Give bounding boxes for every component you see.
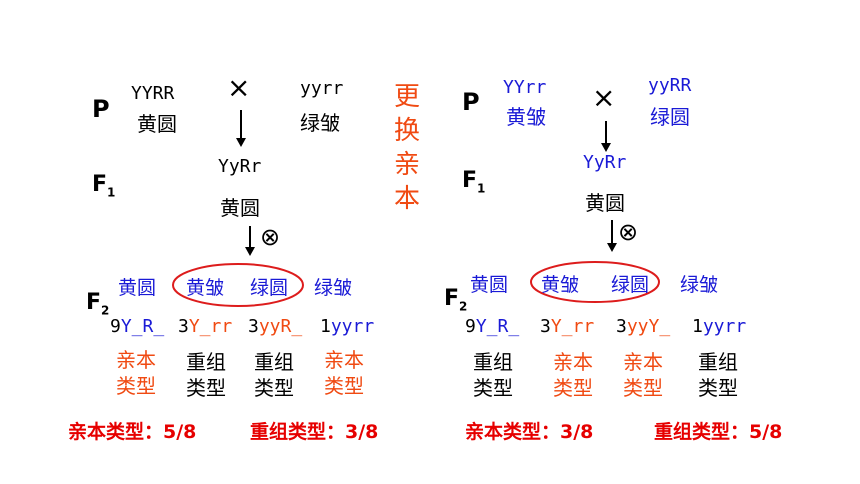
right-type-3: 亲本类型 bbox=[623, 350, 663, 400]
right-p-label: P bbox=[462, 88, 480, 116]
right-ratio-4: 1yyrr bbox=[692, 316, 747, 337]
left-recombinant-ellipse bbox=[172, 263, 304, 307]
right-ratio-1: 9Y_R_ bbox=[465, 316, 520, 337]
left-p-label: P bbox=[92, 95, 110, 123]
left-ratio-4: 1yyrr bbox=[320, 316, 375, 337]
right-parent2-genotype: yyRR bbox=[648, 75, 692, 96]
left-phenotype-2: 黄皱 bbox=[186, 277, 225, 299]
left-f1-genotype: YyRr bbox=[218, 156, 262, 177]
left-parent2-genotype: yyrr bbox=[300, 78, 344, 99]
right-phenotype-4: 绿皱 bbox=[680, 274, 719, 296]
right-parent1-phenotype: 黄皱 bbox=[506, 105, 546, 129]
right-summary-parental: 亲本类型：3/8 bbox=[465, 421, 594, 443]
left-type-1: 亲本类型 bbox=[116, 348, 156, 398]
right-phenotype-3: 绿圆 bbox=[611, 274, 650, 296]
right-type-1: 重组类型 bbox=[473, 350, 513, 400]
right-type-4: 重组类型 bbox=[698, 350, 738, 400]
right-arrow-p-to-f1 bbox=[601, 121, 611, 152]
left-ratio-3: 3yyR_ bbox=[248, 316, 303, 337]
right-f2-label: F2 bbox=[444, 286, 468, 314]
right-ratio-3: 3yyY_ bbox=[616, 316, 671, 337]
right-selfing-icon: ⊗ bbox=[618, 218, 639, 246]
left-ratio-2: 3Y_rr bbox=[178, 316, 233, 337]
left-arrow-f1-to-f2 bbox=[245, 226, 255, 256]
right-arrow-f1-to-f2 bbox=[607, 220, 617, 252]
left-f2-label: F2 bbox=[86, 290, 110, 318]
left-parent1-genotype: YYRR bbox=[131, 83, 175, 104]
right-type-2: 亲本类型 bbox=[553, 350, 593, 400]
left-ratio-1: 9Y_R_ bbox=[110, 316, 165, 337]
right-summary-recombinant: 重组类型：5/8 bbox=[654, 421, 783, 443]
left-arrow-p-to-f1 bbox=[236, 110, 246, 147]
right-parent1-genotype: YYrr bbox=[503, 77, 547, 98]
right-phenotype-1: 黄圆 bbox=[470, 274, 509, 296]
left-type-2: 重组类型 bbox=[186, 350, 226, 400]
left-parent2-phenotype: 绿皱 bbox=[300, 111, 340, 135]
left-phenotype-4: 绿皱 bbox=[314, 277, 353, 299]
left-phenotype-3: 绿圆 bbox=[250, 277, 289, 299]
right-ratio-2: 3Y_rr bbox=[540, 316, 595, 337]
left-type-3: 重组类型 bbox=[254, 350, 294, 400]
left-f1-phenotype: 黄圆 bbox=[220, 196, 260, 220]
right-f1-genotype: YyRr bbox=[583, 152, 627, 173]
right-parental-ellipse bbox=[530, 261, 660, 303]
right-cross-symbol: × bbox=[592, 81, 616, 114]
left-cross-symbol: × bbox=[227, 71, 251, 104]
left-parent1-phenotype: 黄圆 bbox=[137, 112, 177, 136]
left-f1-label: F1 bbox=[92, 172, 116, 200]
change-parents-note: 更 换 亲 本 bbox=[394, 82, 421, 214]
left-type-4: 亲本类型 bbox=[324, 348, 364, 398]
left-selfing-icon: ⊗ bbox=[260, 223, 281, 251]
right-phenotype-2: 黄皱 bbox=[541, 274, 580, 296]
left-phenotype-1: 黄圆 bbox=[118, 277, 157, 299]
right-f1-label: F1 bbox=[462, 168, 486, 196]
right-f1-phenotype: 黄圆 bbox=[585, 191, 625, 215]
right-parent2-phenotype: 绿圆 bbox=[650, 105, 690, 129]
left-summary-recombinant: 重组类型：3/8 bbox=[250, 421, 379, 443]
left-summary-parental: 亲本类型：5/8 bbox=[68, 421, 197, 443]
